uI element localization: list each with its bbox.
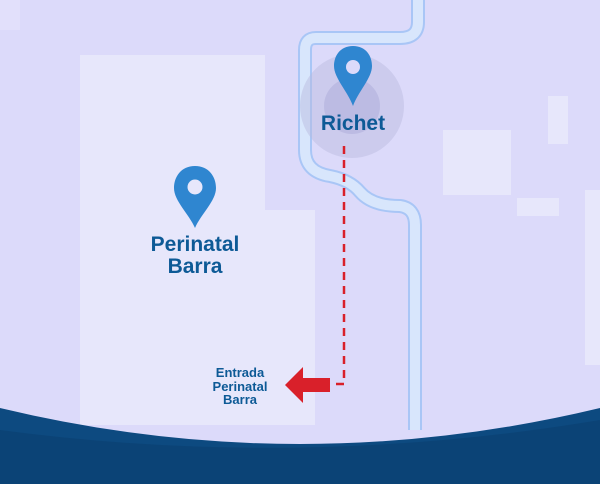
- location-label-perinatal-barra: Perinatal Barra: [120, 233, 270, 279]
- location-halo-inner: [324, 78, 380, 134]
- arrow-left-icon: [285, 367, 330, 403]
- entrance-label: Entrada Perinatal Barra: [190, 366, 290, 407]
- building-block: [585, 190, 600, 365]
- location-halo: [300, 54, 404, 158]
- label-line: Barra: [167, 255, 223, 279]
- map-pin-icon: [334, 46, 372, 106]
- route-line: [333, 146, 346, 386]
- building-block: [315, 290, 415, 425]
- building-block: [443, 130, 511, 195]
- label-line: Perinatal: [150, 233, 240, 256]
- location-label-richet: Richet: [320, 112, 386, 135]
- map-pin-icon: [174, 166, 216, 228]
- building-block: [0, 0, 20, 30]
- label-line: Barra: [223, 392, 257, 408]
- building-block: [548, 96, 568, 144]
- building-block: [517, 198, 559, 216]
- label-line: Entrada: [215, 365, 265, 380]
- label-line: Perinatal: [212, 378, 268, 394]
- footer-wave-shade: [0, 420, 600, 484]
- road-fill: [300, 0, 423, 430]
